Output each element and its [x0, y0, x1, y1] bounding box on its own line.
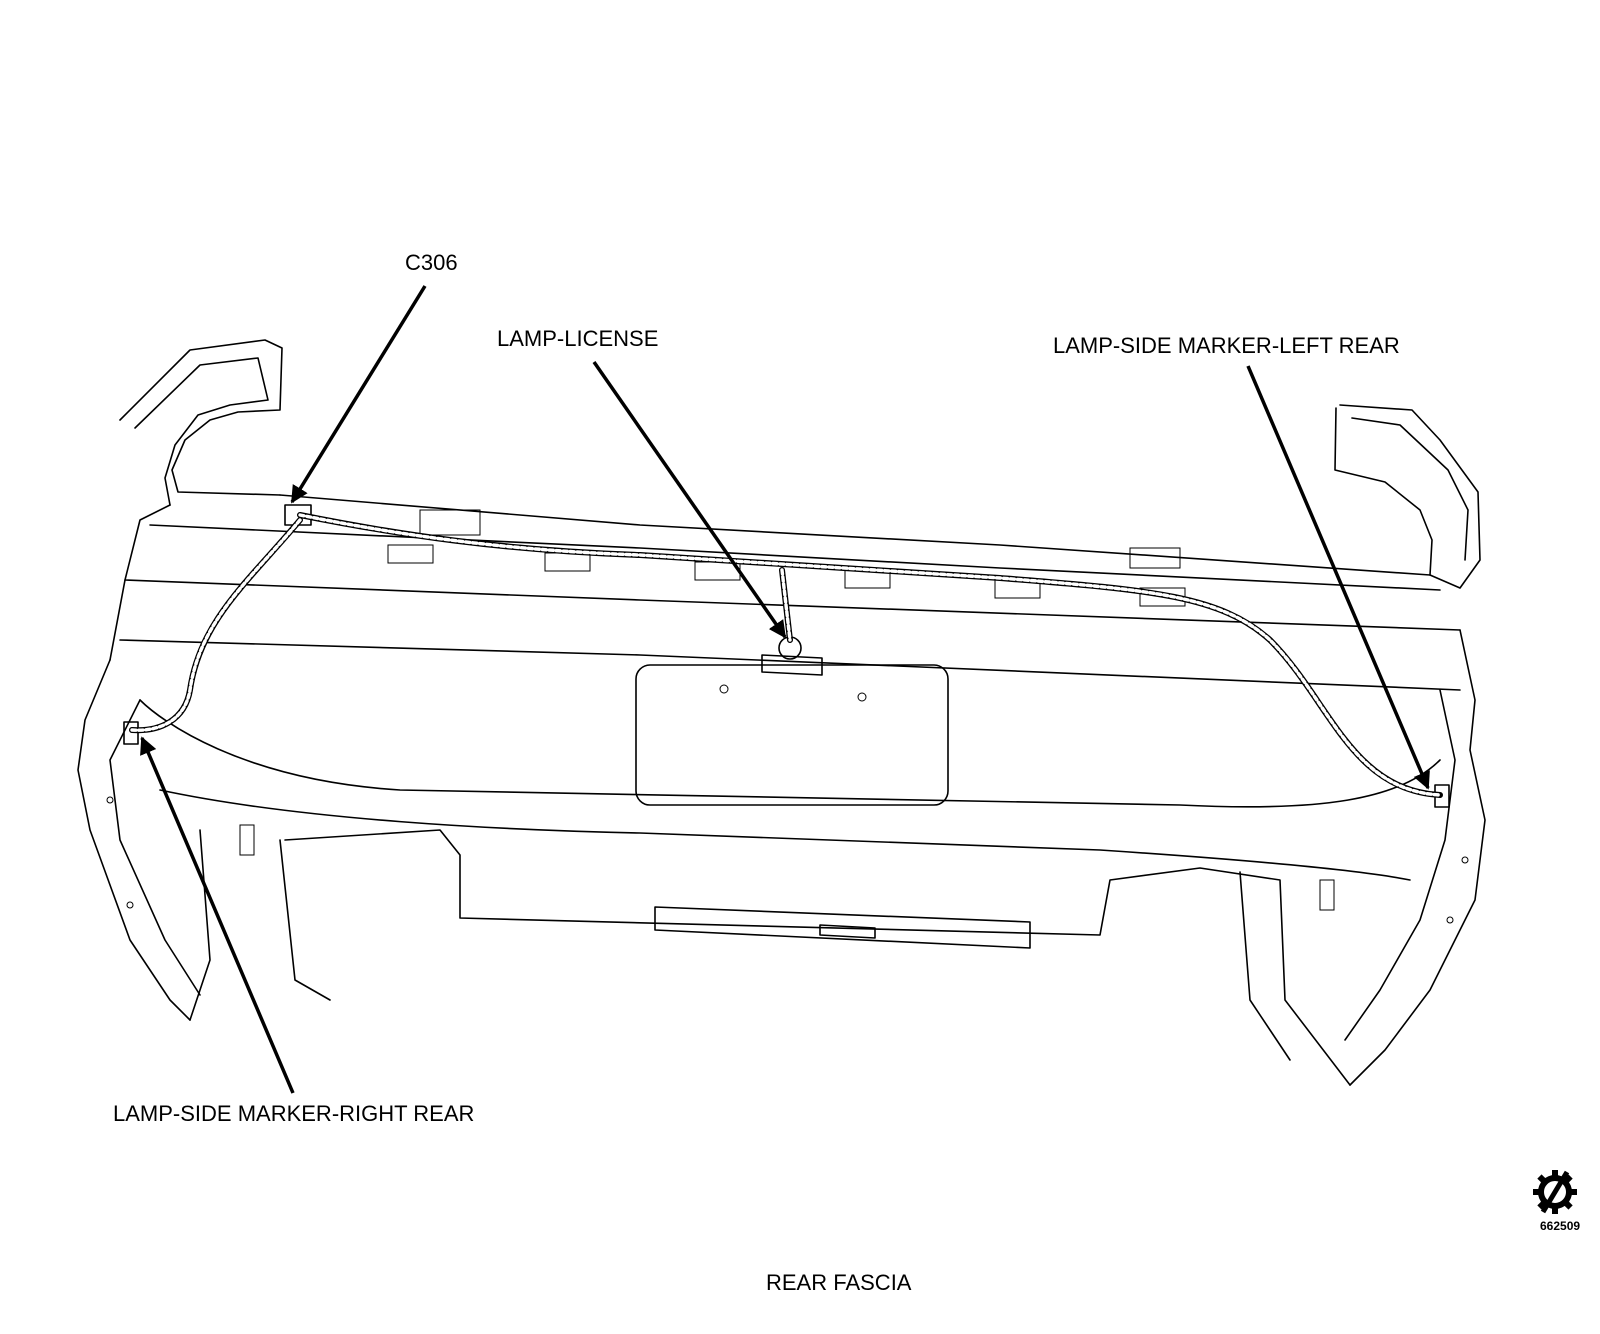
- left-marker-leader-arrow: [1246, 365, 1430, 790]
- c306-leader-arrow: [290, 285, 427, 504]
- license-lamp-leader-arrow: [592, 361, 787, 639]
- c306-label: C306: [405, 250, 458, 275]
- rear-fascia-outline: [77, 339, 1486, 1086]
- license-lamp-label: LAMP-LICENSE: [497, 326, 659, 351]
- left-marker-lamp-label: LAMP-SIDE MARKER-LEFT REAR: [1053, 333, 1400, 358]
- gear-slash-icon: [1533, 1170, 1577, 1214]
- figure-number: 662509: [1540, 1219, 1581, 1233]
- wiring-harness: [129, 512, 1443, 798]
- license-plate-recess: [635, 664, 949, 806]
- right-marker-leader-arrow: [140, 736, 295, 1094]
- callout-leaders: [140, 285, 1430, 1094]
- figure-caption: REAR FASCIA: [766, 1270, 912, 1295]
- right-marker-lamp-label: LAMP-SIDE MARKER-RIGHT REAR: [113, 1101, 475, 1126]
- license-lamp-housing: [761, 654, 823, 676]
